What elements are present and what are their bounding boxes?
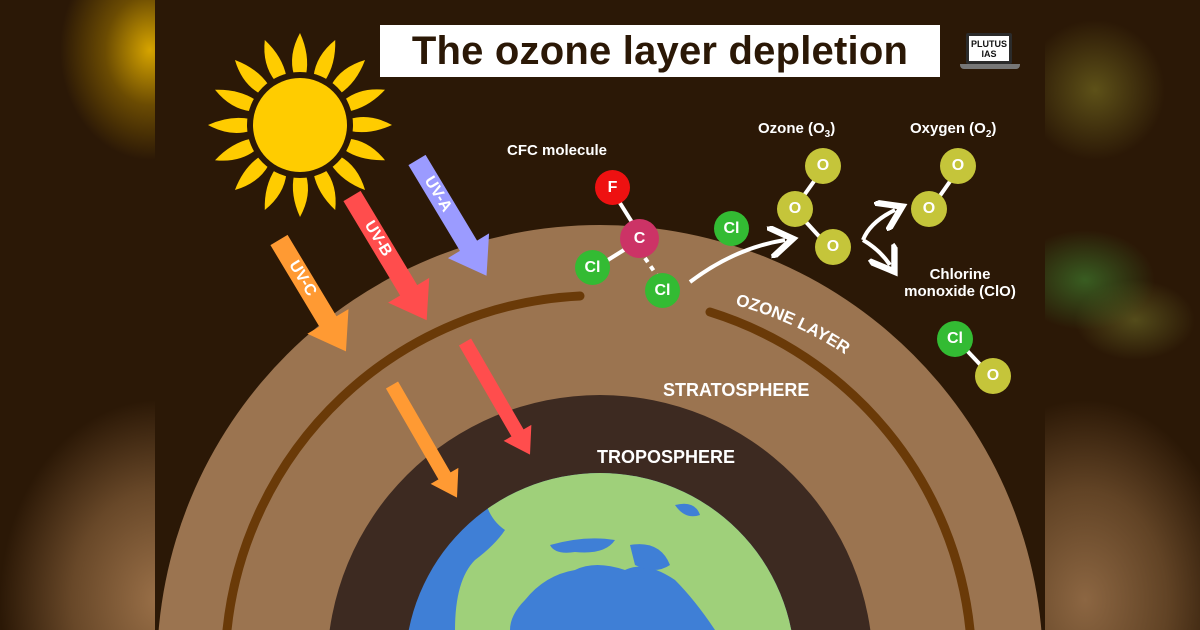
oxygen-atom: O: [940, 148, 976, 184]
reaction-arrow-icon: [688, 240, 785, 284]
carbon-atom: C: [620, 219, 659, 258]
ozone-layer-line-left: [222, 291, 585, 630]
plutus-ias-logo: PLUTUS IAS: [960, 33, 1020, 73]
ozone-molecule-label: Ozone (O3): [758, 120, 836, 140]
oxygen-atom: O: [911, 191, 947, 227]
split-arrow-down-icon: [861, 238, 890, 265]
oxygen-atom: O: [975, 358, 1011, 394]
chlorine-monoxide-label: Chlorine monoxide (ClO): [904, 266, 1016, 300]
svg-text:UV-C: UV-C: [285, 258, 320, 300]
laptop-icon: PLUTUS IAS: [966, 33, 1012, 64]
chlorine-atom: Cl: [937, 321, 973, 357]
troposphere-label: TROPOSPHERE: [597, 447, 736, 467]
split-arrow-up-icon: [861, 210, 895, 241]
sun-icon: [208, 33, 392, 217]
svg-text:UV-B: UV-B: [361, 218, 395, 260]
blurred-background-left: [0, 0, 155, 630]
oxygen-atom: O: [805, 148, 841, 184]
chlorine-atom: Cl: [575, 250, 610, 285]
earth-globe: [408, 473, 795, 630]
stratosphere-label: STRATOSPHERE: [663, 380, 810, 400]
diagram-scene: UV-C UV-B UV-A: [158, 33, 1042, 630]
title-banner: The ozone layer depletion: [380, 25, 940, 77]
uv-b-penetrating-arrow: [458, 338, 532, 455]
logo-line1: PLUTUS: [971, 38, 1007, 49]
oxygen-atom: O: [777, 191, 813, 227]
blurred-background-right: [1045, 0, 1200, 630]
diagram-panel: UV-C UV-B UV-A: [155, 0, 1045, 630]
oxygen-molecule-label: Oxygen (O2): [910, 120, 997, 140]
oxygen-atom: O: [815, 229, 851, 265]
chlorine-atom-detached: Cl: [645, 273, 680, 308]
cfc-molecule-label: CFC molecule: [507, 142, 608, 159]
free-chlorine-atom: Cl: [714, 211, 749, 246]
logo-line2: IAS: [981, 48, 997, 59]
uv-c-penetrating-arrow: [385, 381, 459, 498]
svg-text:UV-A: UV-A: [421, 173, 456, 215]
ozone-layer-line-right: [705, 307, 975, 630]
page-title: The ozone layer depletion: [411, 28, 909, 73]
fluorine-atom: F: [595, 170, 630, 205]
